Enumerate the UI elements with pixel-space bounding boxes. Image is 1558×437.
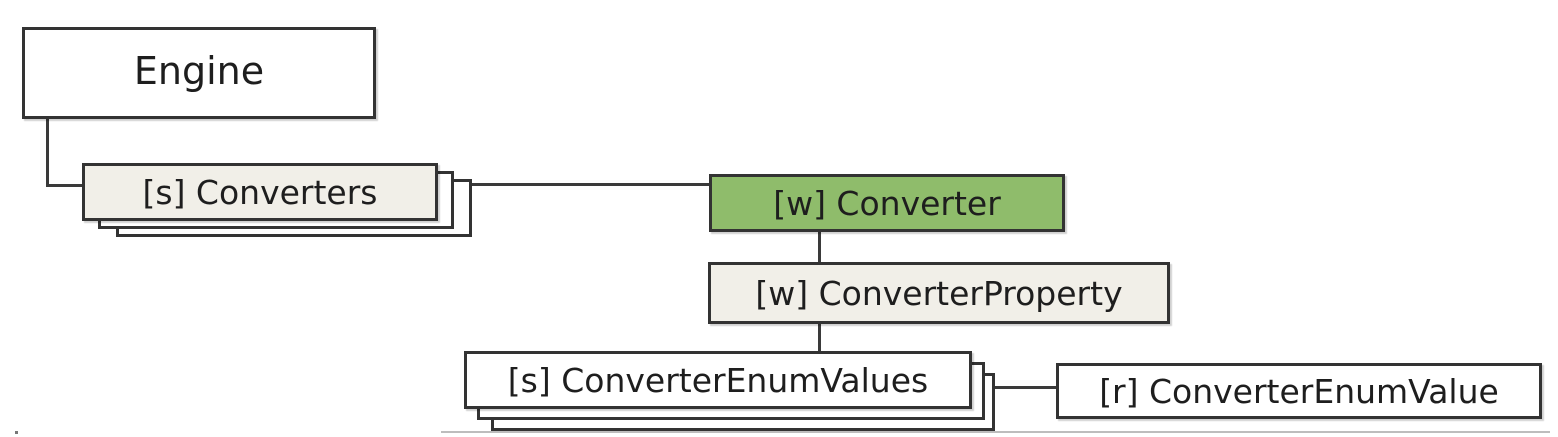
- converter-property-label: [w] ConverterProperty: [755, 273, 1123, 313]
- converters-to-converter-connector: [471, 183, 710, 186]
- engine-node: Engine: [22, 27, 376, 119]
- property-to-enum-values-connector: [818, 323, 821, 352]
- engine-to-converters-vertical-connector: [46, 118, 49, 186]
- converter-property-node: [w] ConverterProperty: [708, 262, 1170, 324]
- converter-to-property-connector: [818, 231, 821, 263]
- converter-node-label: [w] Converter: [773, 183, 1001, 223]
- converters-collection-node: [s] Converters: [82, 163, 438, 221]
- enum-values-to-enum-value-connector: [994, 386, 1057, 389]
- converter-node: [w] Converter: [709, 174, 1065, 232]
- engine-to-converters-horizontal-connector: [46, 184, 83, 187]
- converter-enum-values-collection-node: [s] ConverterEnumValues: [464, 351, 972, 409]
- engine-node-label: Engine: [133, 49, 265, 93]
- converter-enum-value-node: [r] ConverterEnumValue: [1056, 363, 1542, 419]
- converter-enum-value-label: [r] ConverterEnumValue: [1099, 371, 1499, 411]
- converters-collection-label: [s] Converters: [142, 172, 378, 212]
- bottom-divider: [441, 431, 1550, 433]
- corner-mark: [15, 431, 18, 434]
- converter-enum-values-label: [s] ConverterEnumValues: [507, 360, 929, 400]
